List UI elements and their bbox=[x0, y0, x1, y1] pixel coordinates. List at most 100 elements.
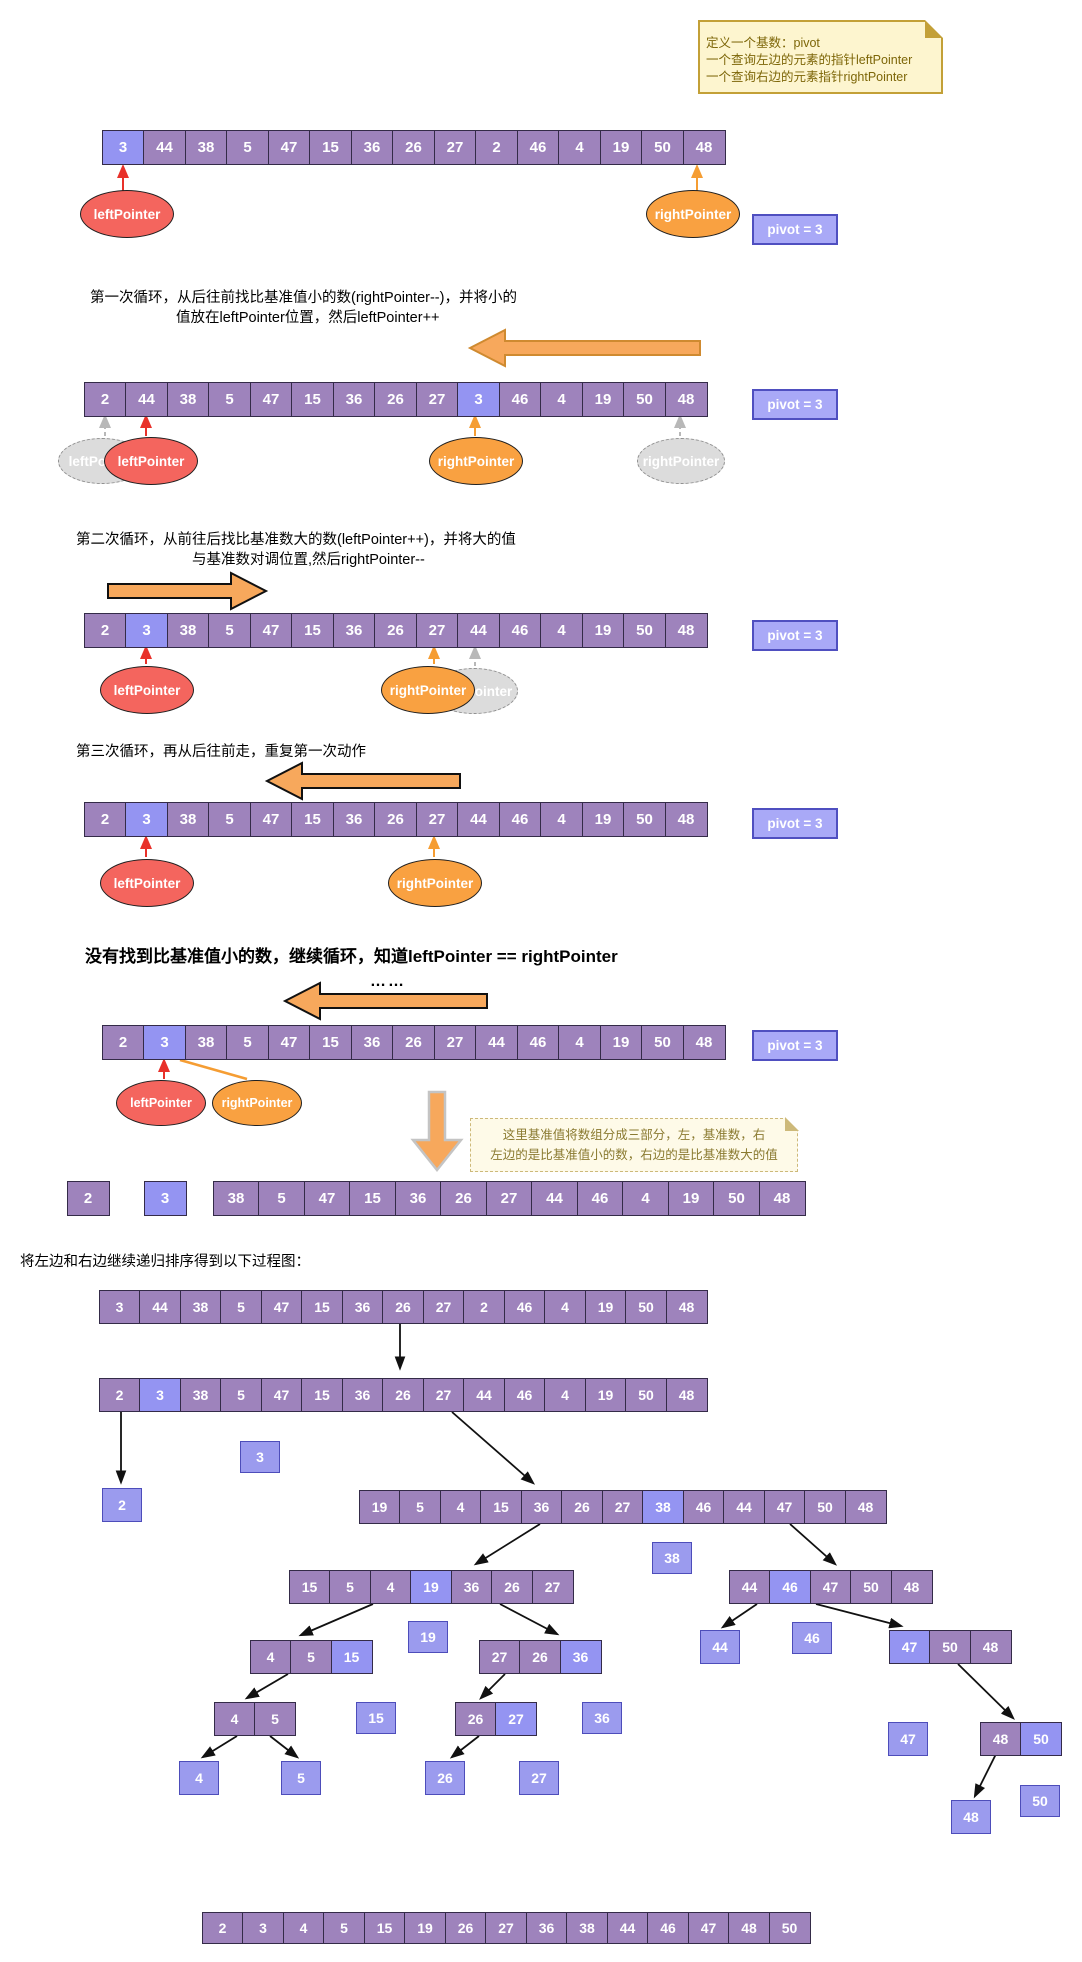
array-cell: 50 bbox=[713, 1181, 760, 1216]
note-line: 一个查询右边的元素指针rightPointer bbox=[706, 70, 908, 84]
partition-note-line: 这里基准值将数组分成三部分，左，基准数，右 bbox=[502, 1128, 766, 1142]
array-cell: 2 bbox=[101, 1025, 145, 1060]
array-cell: 5 bbox=[258, 1181, 305, 1216]
array-cell: 46 bbox=[498, 802, 542, 837]
leaf-47: 47 bbox=[888, 1722, 928, 1756]
array-cell: 48 bbox=[979, 1722, 1022, 1756]
array-cell: 4 bbox=[540, 613, 583, 648]
array-cell: 46 bbox=[769, 1570, 811, 1604]
right-pointer-ellipse-4: rightPointer bbox=[388, 859, 482, 907]
leaf-2: 2 bbox=[102, 1488, 142, 1522]
array-cell: 15 bbox=[301, 1378, 343, 1412]
array-cell: 44 bbox=[125, 382, 168, 417]
array-cell: 5 bbox=[208, 613, 251, 648]
array-cell: 2 bbox=[83, 382, 127, 417]
step3-text: 第三次循环，再从后往前走，重复第一次动作 bbox=[76, 744, 366, 760]
array-cell: 3 bbox=[98, 1290, 141, 1324]
array-cell: 26 bbox=[519, 1640, 561, 1674]
tree-arrow-l1-l2a bbox=[298, 1603, 374, 1637]
array-cell: 36 bbox=[341, 1378, 384, 1412]
right-pointer-ellipse-1: rightPointer bbox=[646, 190, 740, 238]
array-cell: 15 bbox=[330, 1640, 373, 1674]
leaf-3: 3 bbox=[240, 1441, 280, 1473]
tree-arrow-l2b-l3b bbox=[479, 1673, 506, 1700]
array-cell: 5 bbox=[208, 802, 251, 837]
pivot-box-5: pivot = 3 bbox=[752, 1030, 838, 1061]
tree-arrow-r4-r5 bbox=[957, 1663, 1015, 1720]
ghost-right-pointer-ellipse-2: rightPointer bbox=[637, 438, 725, 484]
array-cell: 38 bbox=[184, 130, 228, 165]
leaf-44: 44 bbox=[700, 1630, 740, 1664]
pivot-box-1: pivot = 3 bbox=[752, 214, 838, 245]
array-cell: 44 bbox=[723, 1490, 765, 1524]
array-cell: 44 bbox=[463, 1378, 505, 1412]
tree-arrow-r3-leaf44 bbox=[720, 1603, 758, 1629]
leaf-36: 36 bbox=[582, 1702, 622, 1734]
tree-arrow-r2-r3 bbox=[789, 1523, 838, 1566]
leaf-38: 38 bbox=[652, 1542, 692, 1574]
left-pointer-ellipse-1: leftPointer bbox=[80, 190, 174, 238]
array-cell: 36 bbox=[332, 802, 376, 837]
array-cell: 27 bbox=[485, 1181, 533, 1216]
array-cell: 15 bbox=[309, 130, 352, 165]
step1-text-line1: 第一次循环，从后往前找比基准值小的数(rightPointer--)，并将小的 bbox=[90, 290, 517, 306]
tree-arrow-l2a-l3a bbox=[244, 1673, 289, 1700]
array-cell: 26 bbox=[374, 802, 417, 837]
array-cell: 46 bbox=[516, 1025, 560, 1060]
array-cell: 36 bbox=[332, 382, 376, 417]
partition-note-line: 左边的是比基准值小的数，右边的是比基准数大的值 bbox=[490, 1148, 778, 1162]
array-cell: 4 bbox=[558, 1025, 601, 1060]
note-line: 定义一个基数：pivot bbox=[706, 36, 820, 50]
array-cell: 46 bbox=[498, 613, 542, 648]
array-cell: 36 bbox=[520, 1490, 563, 1524]
array-cell: 38 bbox=[184, 1025, 228, 1060]
array-cell: 44 bbox=[457, 802, 500, 837]
array-cell: 19 bbox=[584, 1378, 627, 1412]
step2-text-line2: 与基准数对调位置,然后rightPointer-- bbox=[192, 552, 425, 568]
array-cell: 27 bbox=[601, 1490, 644, 1524]
array-cell: 26 bbox=[392, 130, 435, 165]
pivot-box-4: pivot = 3 bbox=[752, 808, 838, 839]
array-cell: 44 bbox=[143, 130, 186, 165]
leaf-4: 4 bbox=[179, 1761, 219, 1795]
array-cell: 38 bbox=[166, 382, 210, 417]
array-cell: 36 bbox=[332, 613, 376, 648]
definition-note: 定义一个基数：pivot 一个查询左边的元素的指针leftPointer 一个查… bbox=[698, 20, 943, 94]
array-cell: 50 bbox=[623, 613, 666, 648]
array-cell: 47 bbox=[249, 613, 293, 648]
array-cell: 19 bbox=[599, 1025, 643, 1060]
array-cell: 27 bbox=[478, 1640, 521, 1674]
array-cell: 2 bbox=[201, 1912, 244, 1944]
note-line: 一个查询左边的元素的指针leftPointer bbox=[706, 53, 913, 67]
array-cell: 48 bbox=[682, 130, 726, 165]
array-cell: 27 bbox=[422, 1290, 465, 1324]
array-cell: 26 bbox=[382, 1378, 424, 1412]
array-cell: 50 bbox=[850, 1570, 892, 1604]
array-cell: 15 bbox=[301, 1290, 343, 1324]
array-cell: 47 bbox=[763, 1490, 806, 1524]
leaf-27: 27 bbox=[519, 1761, 559, 1795]
array-cell: 47 bbox=[267, 1025, 311, 1060]
array-cell: 50 bbox=[623, 802, 666, 837]
array-cell: 3 bbox=[125, 802, 168, 837]
array-cell: 19 bbox=[581, 382, 625, 417]
leaf-19: 19 bbox=[408, 1621, 448, 1653]
leaf-48: 48 bbox=[951, 1800, 991, 1834]
tree-arrow-l1-l2b bbox=[499, 1603, 560, 1636]
leaf-15: 15 bbox=[356, 1702, 396, 1734]
array-cell: 5 bbox=[226, 130, 269, 165]
step1-text-line2: 值放在leftPointer位置，然后leftPointer++ bbox=[176, 310, 440, 326]
array-cell: 48 bbox=[969, 1630, 1012, 1664]
array-cell: 47 bbox=[249, 802, 293, 837]
block-arrow-down bbox=[410, 1090, 464, 1173]
array-cell: 50 bbox=[625, 1290, 667, 1324]
array-cell: 4 bbox=[622, 1181, 669, 1216]
